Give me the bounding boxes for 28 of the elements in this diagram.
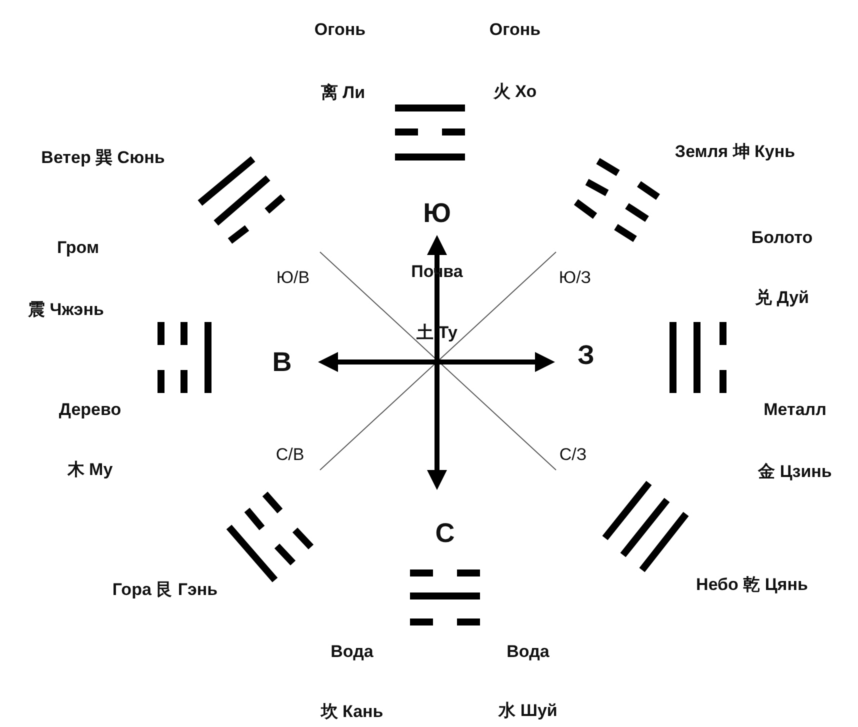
compass-direction: В [272, 346, 292, 378]
label-text: 离 Ли [320, 82, 366, 104]
compass-direction: Ю/З [558, 268, 592, 288]
compass-direction: З [578, 338, 594, 372]
label-text: 水 Шуй [498, 700, 558, 722]
label-text: Ветер 巽 Сюнь [41, 148, 165, 168]
compass-direction: С [435, 516, 455, 550]
label-text: Болото [751, 228, 813, 248]
label-text: Дерево [58, 400, 122, 420]
compass-direction: Ю [423, 196, 451, 230]
compass-direction: Ю/В [276, 268, 310, 288]
label-text: 火 Хо [493, 82, 537, 102]
label-text: Небо 乾 Цянь [696, 574, 808, 596]
label-text: Огонь [314, 20, 366, 40]
label-text: 震 Чжэнь [28, 300, 104, 320]
label-text: Вода [330, 642, 374, 662]
label-text: Гром [56, 238, 100, 258]
label-text: Земля 坤 Кунь [674, 142, 796, 162]
label-text: 木 Му [67, 460, 113, 480]
label-text: Гора 艮 Гэнь [112, 580, 218, 600]
label-text: Вода [506, 642, 550, 662]
compass-direction: С/З [559, 444, 587, 466]
label-text: 兑 Дуй [755, 288, 809, 308]
label-text: 坎 Кань [320, 702, 384, 722]
label-text: Огонь [489, 20, 541, 40]
label-text: Металл [764, 400, 826, 420]
compass-direction: С/В [276, 444, 304, 466]
label-text: 金 Цзинь [758, 462, 832, 482]
